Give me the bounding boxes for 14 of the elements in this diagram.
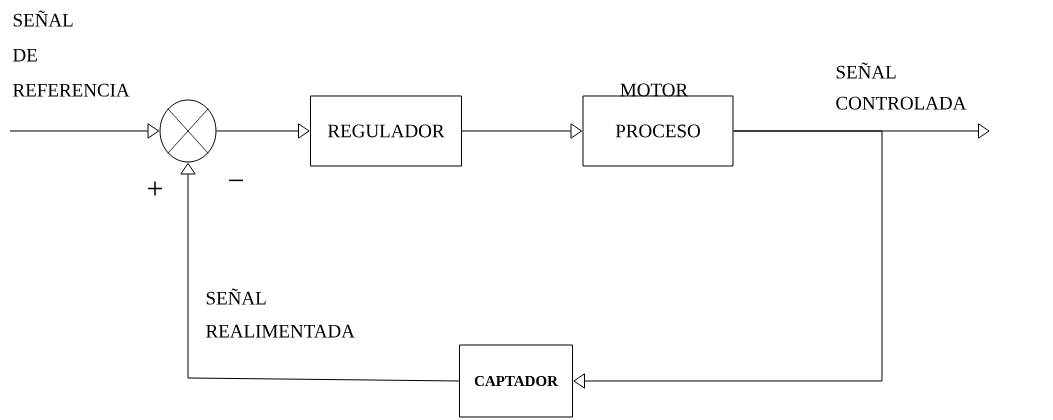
arrow <box>216 123 310 139</box>
arrow <box>461 123 583 139</box>
sign-label: − <box>229 179 243 182</box>
edge-label: SEÑAL CONTROLADA <box>836 62 967 110</box>
block-box: CAPTADOR <box>459 344 573 418</box>
arrow <box>9 123 160 139</box>
edge-label: SEÑAL DE REFERENCIA <box>13 10 130 97</box>
sign-label: + <box>148 181 162 196</box>
edge-label: SEÑAL REALIMENTADA <box>206 288 355 338</box>
block-caption: MOTOR <box>620 83 689 97</box>
arrow <box>180 162 460 382</box>
block-box: REGULADOR <box>310 95 462 167</box>
arrow <box>573 130 883 389</box>
summing-junction <box>159 99 217 163</box>
